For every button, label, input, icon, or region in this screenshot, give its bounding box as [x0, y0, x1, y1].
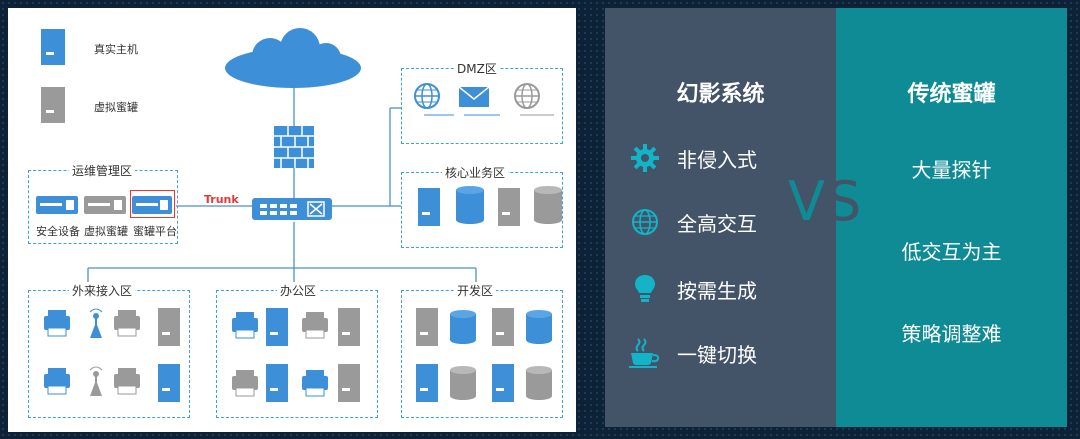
virtual-honeypot-legend-label: 虚拟蜜罐 — [94, 101, 138, 114]
ops-label-security-device: 安全设备 — [36, 225, 80, 238]
dmz-underline — [424, 114, 554, 116]
network-diagram: 真实主机 虚拟蜜罐 Trunk 运维管理区 — [8, 8, 576, 432]
phantom-system-title: 幻影系统 — [676, 82, 765, 107]
core-business-zone: 核心业务区 — [401, 164, 563, 248]
gear-icon — [627, 143, 663, 173]
phantom-system-panel: 幻影系统 非侵入式 — [605, 8, 836, 427]
feature-label: 一键切换 — [677, 342, 757, 367]
vs-letter-s: S — [826, 170, 864, 233]
real-host-legend-icon — [41, 29, 65, 65]
core-zone-title: 核心业务区 — [442, 164, 509, 181]
cloud-icon — [225, 28, 361, 88]
external-zone-title: 外来接入区 — [69, 282, 136, 299]
feature-non-intrusive: 非侵入式 — [627, 143, 757, 173]
traditional-feature-probes: 大量探针 — [911, 158, 992, 182]
virtual-honeypot-legend-icon — [41, 87, 65, 123]
traditional-feature-hard-policy: 策略调整难 — [901, 322, 1002, 346]
traditional-honeypot-title: 传统蜜罐 — [907, 82, 996, 107]
office-zone-title: 办公区 — [277, 282, 320, 299]
feature-label: 按需生成 — [677, 278, 757, 303]
lightbulb-icon — [627, 274, 663, 304]
firewall-icon — [274, 126, 314, 168]
traditional-feature-low-interaction: 低交互为主 — [901, 240, 1002, 264]
connection-lines — [87, 88, 477, 288]
feature-label: 非侵入式 — [677, 147, 757, 172]
traditional-honeypot-panel: 传统蜜罐 大量探针 低交互为主 策略调整难 — [836, 8, 1067, 427]
feature-one-click-switch: 一键切换 — [627, 338, 757, 368]
trunk-label: Trunk — [204, 193, 239, 206]
real-host-legend-label: 真实主机 — [94, 43, 138, 56]
feature-on-demand: 按需生成 — [627, 274, 757, 304]
web-server-globe-icon — [414, 83, 440, 109]
dev-zone-devices — [416, 308, 552, 402]
external-access-zone: 外来接入区 — [28, 282, 190, 418]
security-device-icon — [36, 196, 78, 214]
coffee-cup-icon — [627, 338, 663, 368]
external-zone-devices — [44, 308, 180, 402]
office-zone-devices — [232, 308, 360, 402]
ops-zone-title: 运维管理区 — [69, 162, 136, 179]
office-zone: 办公区 — [216, 282, 378, 418]
feature-label: 全高交互 — [677, 211, 757, 236]
vs-letter-v: V — [788, 170, 827, 233]
globe-icon — [627, 207, 663, 237]
core-zone-devices — [418, 186, 562, 226]
core-switch-icon — [252, 198, 332, 220]
feature-full-interaction: 全高交互 — [627, 207, 757, 237]
dmz-zone: DMZ区 — [401, 60, 563, 144]
honeypot-platform-highlight — [130, 190, 175, 218]
dmz-zone-title: DMZ区 — [454, 60, 500, 77]
vs-label: VS — [788, 170, 863, 233]
dev-zone-title: 开发区 — [454, 282, 497, 299]
ops-management-zone: 运维管理区 — [28, 162, 178, 244]
ops-label-honeypot-platform: 蜜罐平台 — [133, 225, 177, 238]
dev-zone: 开发区 — [401, 282, 563, 418]
honeypot-platform-icon — [132, 196, 172, 214]
ops-label-virtual-honeypot: 虚拟蜜罐 — [84, 225, 128, 238]
mail-server-envelope-icon — [458, 86, 490, 107]
virtual-honeypot-device-icon — [84, 196, 126, 214]
virtual-web-globe-icon — [514, 83, 540, 109]
